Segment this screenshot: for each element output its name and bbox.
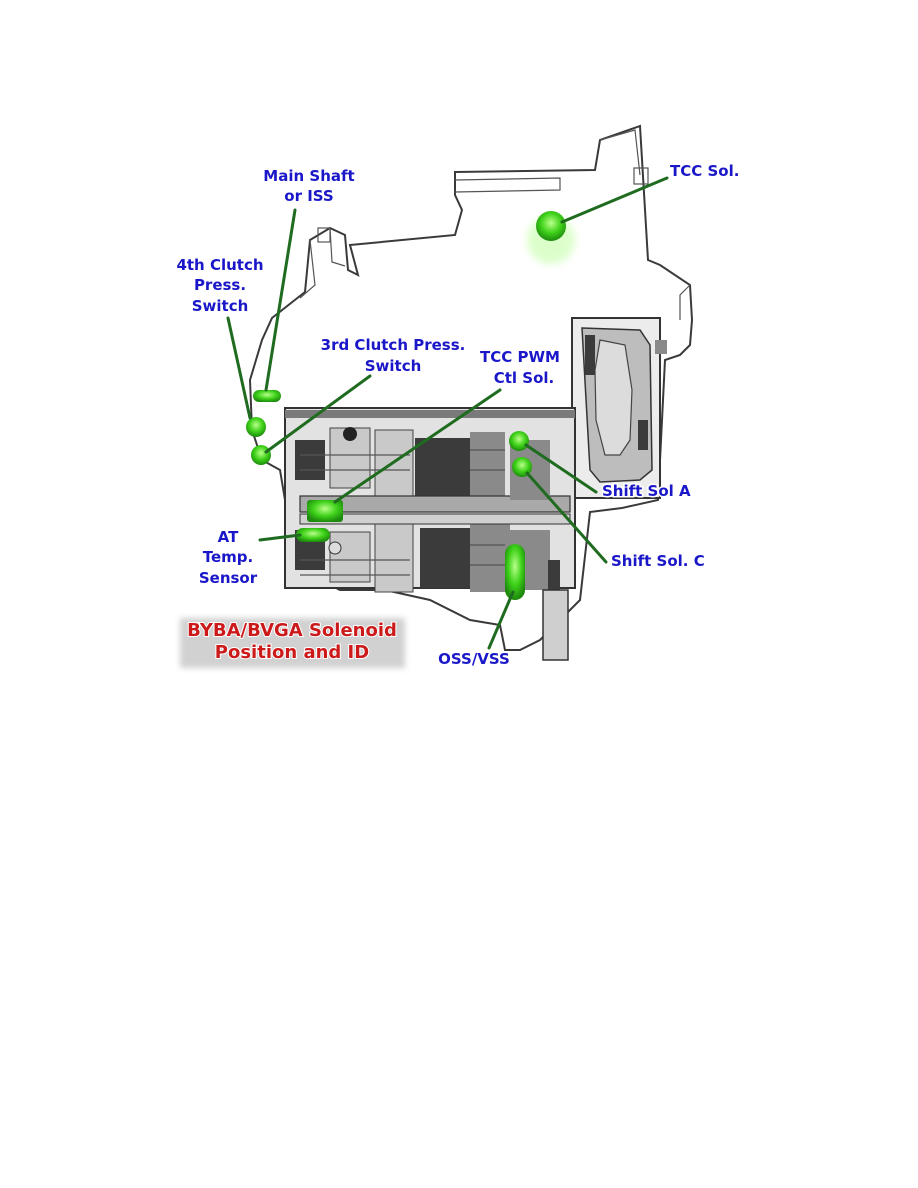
gear-section [284, 407, 576, 661]
at-temp-sensor [296, 528, 330, 542]
oss-vss-sensor [505, 544, 525, 600]
label-tcc-pwm-line1: TCC PWM [480, 348, 560, 366]
label-4th-clutch-line1: 4th Clutch [176, 256, 263, 274]
leader-lines [226, 176, 669, 650]
4th-clutch-pressure-switch [246, 417, 266, 437]
main-shaft-iss-sensor [253, 390, 281, 402]
3rd-clutch-pressure-switch [251, 445, 271, 465]
diagram-title: BYBA/BVGA Solenoid Position and ID [180, 618, 405, 668]
title-line1: BYBA/BVGA Solenoid [187, 620, 397, 641]
label-tcc-sol: TCC Sol. [670, 162, 739, 180]
label-at-temp-line2: Temp. [203, 548, 253, 566]
tcc-pwm-control-solenoid [307, 500, 343, 522]
label-main-shaft-line1: Main Shaft [263, 167, 354, 185]
label-oss-vss: OSS/VSS [438, 650, 510, 668]
label-shift-sol-c: Shift Sol. C [611, 552, 705, 570]
label-shift-sol-a: Shift Sol A [602, 482, 691, 500]
label-at-temp-line3: Sensor [199, 569, 258, 587]
label-4th-clutch-line2: Press. [194, 276, 246, 294]
title-line2: Position and ID [215, 642, 369, 663]
converter-housing [571, 317, 667, 499]
label-at-temp-line1: AT [218, 528, 239, 546]
label-main-shaft-line2: or ISS [284, 187, 333, 205]
label-tcc-pwm-line2: Ctl Sol. [494, 369, 555, 387]
label-4th-clutch-line3: Switch [192, 297, 249, 315]
tcc-solenoid [536, 211, 566, 241]
label-3rd-clutch-line2: Switch [365, 357, 422, 375]
shift-solenoid-a [509, 431, 529, 451]
label-3rd-clutch-line1: 3rd Clutch Press. [321, 336, 466, 354]
labels: Main Shaft or ISS TCC Sol. 4th Clutch Pr… [175, 161, 741, 670]
